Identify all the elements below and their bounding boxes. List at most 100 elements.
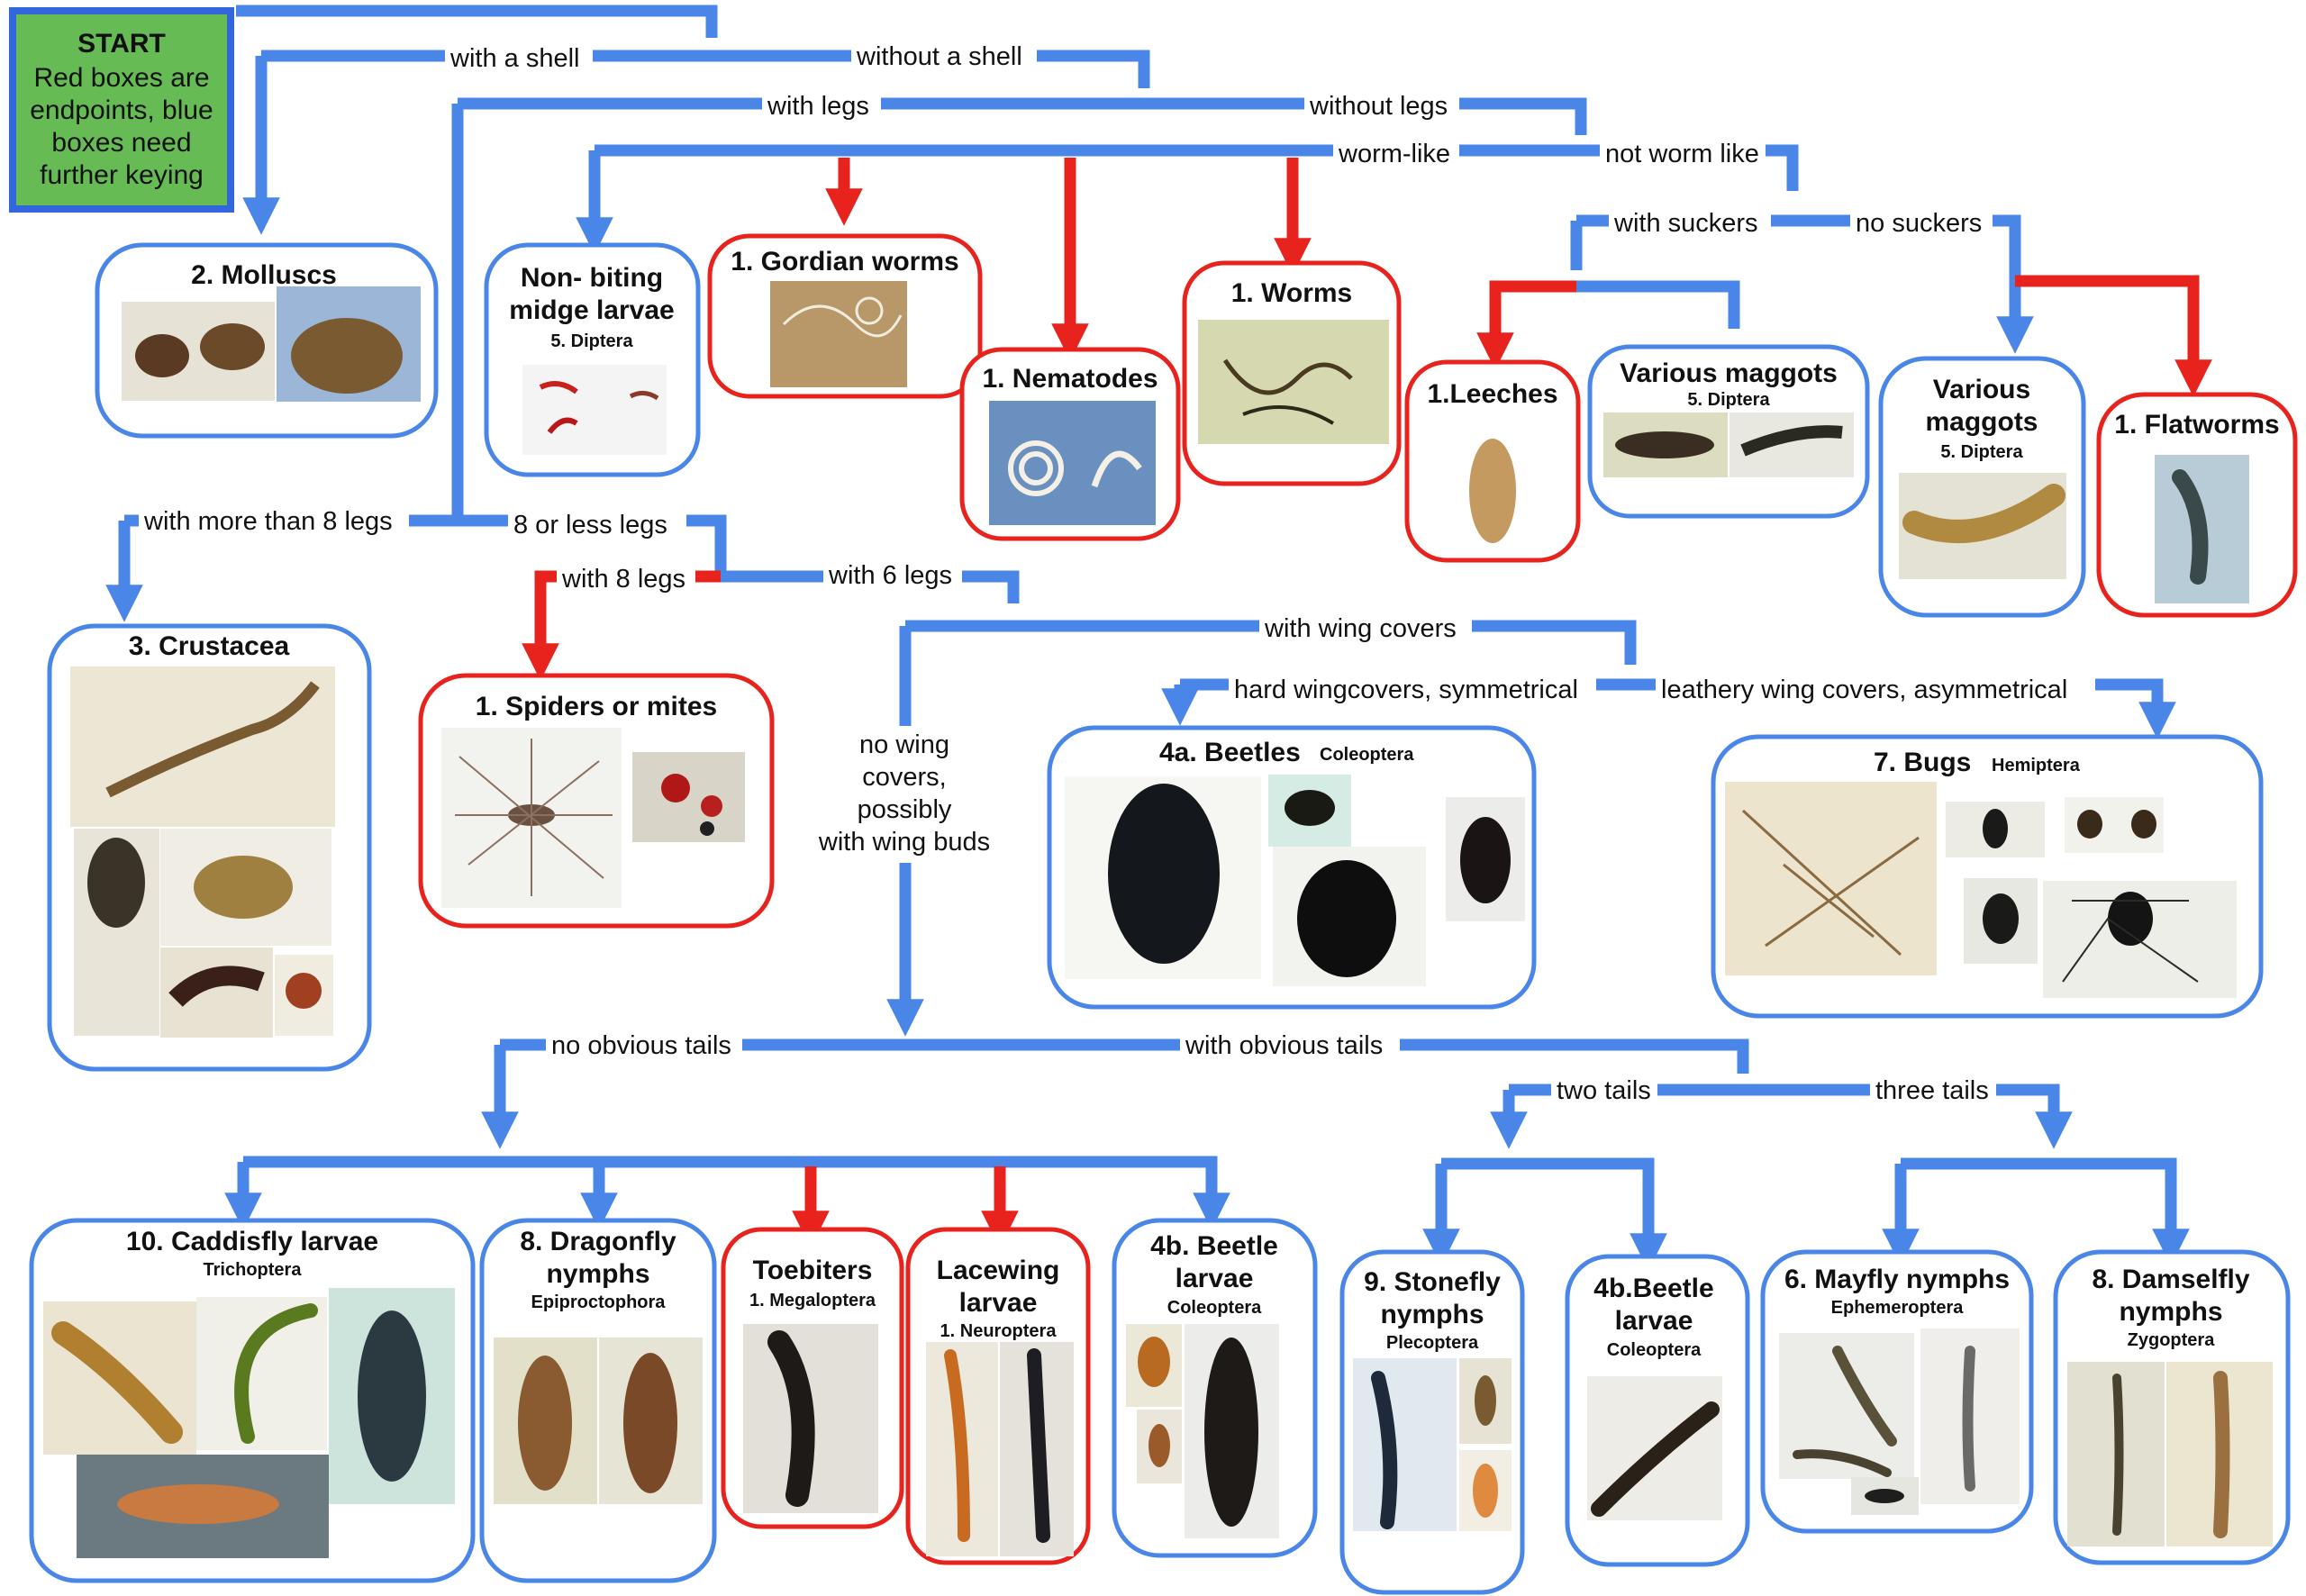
node-title: Various [1933,375,2030,404]
node-title: 8. Damselfly [2092,1265,2249,1294]
edge-label: possibly [858,795,952,824]
node-beetle-larvae-1: 4b. Beetle larvae Coleoptera [1112,1218,1318,1558]
snail-shape [200,323,265,370]
specimen-photo [632,752,745,842]
node-title: 6. Mayfly nymphs [1784,1265,2010,1294]
node-leeches: 1.Leeches [1404,359,1581,563]
edge-label: 8 or less legs [513,511,667,540]
start-line: further keying [40,160,204,190]
edge-label: with a shell [449,44,579,73]
node-subtitle: Plecoptera [1386,1333,1479,1353]
node-subtitle: Hemiptera [1992,756,2081,775]
clam-shape [291,318,403,394]
node-worms: 1. Worms [1182,260,1402,486]
node-bugs: 7. Bugs Hemiptera [1711,734,2264,1019]
edge-label: leathery wing covers, asymmetrical [1661,676,2067,704]
edge-label: three tails [1875,1076,1989,1105]
edge-label: two tails [1557,1076,1651,1105]
edge-label: not worm like [1605,140,1759,168]
node-title: 2. Molluscs [191,260,337,290]
edge-label: with 8 legs [561,565,685,594]
node-dragonfly-nymphs: 8. Dragonfly nymphs Epiproctophora [479,1218,717,1583]
connector [1576,280,1740,329]
node-molluscs: 2. Molluscs [95,242,439,439]
node-various-maggots-2: Various maggots 5. Diptera [1878,356,2086,618]
edge-label: hard wingcovers, symmetrical [1234,676,1578,704]
node-title: 1.Leeches [1427,379,1557,409]
node-damselfly-nymphs: 8. Damselfly nymphs Zygoptera [2053,1249,2291,1565]
start-box: START Red boxes are endpoints, blue boxe… [9,7,234,213]
edge-labels: with a shell without a shell with legs w… [139,40,2095,1108]
edge-label: no obvious tails [551,1031,731,1060]
edge-label: with more than 8 legs [143,507,393,536]
node-title: larvae [959,1288,1038,1318]
edge-label: no suckers [1856,209,1982,238]
node-crustacea: 3. Crustacea [47,623,372,1072]
node-subtitle: Trichoptera [204,1260,303,1280]
node-midge-larvae: Non- biting midge larvae 5. Diptera [484,242,701,477]
edge-label: covers, [862,763,946,792]
node-title: 4a. Beetles [1159,738,1301,767]
node-nematodes: 1. Nematodes [959,347,1181,541]
node-beetles: 4a. Beetles Coleoptera [1047,725,1537,1010]
connector [1509,1084,2073,1149]
node-subtitle: 5. Diptera [550,331,633,351]
connector [1476,280,1576,370]
node-title: 1. Gordian worms [731,247,958,277]
node-subtitle: Ephemeroptera [1831,1298,1965,1318]
node-toebiters: Toebiters 1. Megaloptera [721,1227,904,1529]
node-mayfly-nymphs: 6. Mayfly nymphs Ephemeroptera [1760,1249,2034,1534]
node-subtitle: Coleoptera [1320,745,1414,765]
node-subtitle: 5. Diptera [1940,442,2023,462]
node-subtitle: 1. Megaloptera [749,1291,876,1310]
start-line: Red boxes are [33,63,209,93]
node-title: 1. Nematodes [982,364,1158,394]
node-title: 4b. Beetle [1150,1231,1278,1261]
edge-label: no wing [859,730,949,759]
node-title: nymphs [2119,1297,2222,1327]
start-line: boxes need [51,128,191,158]
edge-label: with legs [767,92,869,121]
node-spiders-or-mites: 1. Spiders or mites [418,673,775,929]
node-subtitle: 1. Neuroptera [940,1321,1058,1341]
node-lacewing-larvae: Lacewing larvae 1. Neuroptera [905,1227,1091,1565]
node-subtitle: Coleoptera [1167,1298,1262,1318]
node-various-maggots-1: Various maggots 5. Diptera [1587,344,1870,519]
node-title: Non- biting [521,263,663,293]
snail-shape [135,334,189,377]
node-beetle-larvae-2: 4b.Beetle larvae Coleoptera [1565,1254,1750,1567]
node-title: maggots [1925,407,2038,437]
edge-label: with wing covers [1264,614,1457,643]
node-subtitle: 5. Diptera [1687,390,1770,410]
connector [236,5,718,38]
node-title: nymphs [1380,1300,1484,1329]
node-title: 3. Crustacea [129,631,290,661]
connectors-blue [105,5,2190,1271]
node-gordian-worms: 1. Gordian worms [707,233,983,399]
connector [595,144,1799,191]
edge-label: worm-like [1338,140,1450,168]
connectors-red [522,158,2212,1248]
leech-shape [1469,439,1516,543]
specimen-photo [1725,782,1937,975]
node-title: larvae [1615,1306,1693,1336]
node-stonefly-nymphs: 9. Stonefly nymphs Plecoptera [1339,1249,1525,1595]
edge-label: with wing buds [818,828,990,857]
connector [1901,1157,2190,1266]
edge-label: with 6 legs [828,561,952,590]
start-line: endpoints, blue [30,95,213,125]
node-caddisfly-larvae: 10. Caddisfly larvae Trichoptera [29,1218,476,1583]
node-title: 8. Dragonfly [520,1227,676,1256]
node-title: 4b.Beetle [1593,1274,1713,1303]
node-title: Toebiters [753,1256,873,1285]
connector [905,620,1637,665]
node-title: Lacewing [937,1256,1060,1285]
node-title: midge larvae [509,295,674,325]
node-title: 7. Bugs [1874,748,1971,777]
specimen-photo [1353,1358,1457,1531]
node-title: 9. Stonefly [1364,1267,1501,1297]
connector [243,1156,1230,1230]
node-title: 1. Worms [1231,278,1353,308]
edge-label: without a shell [856,42,1022,71]
